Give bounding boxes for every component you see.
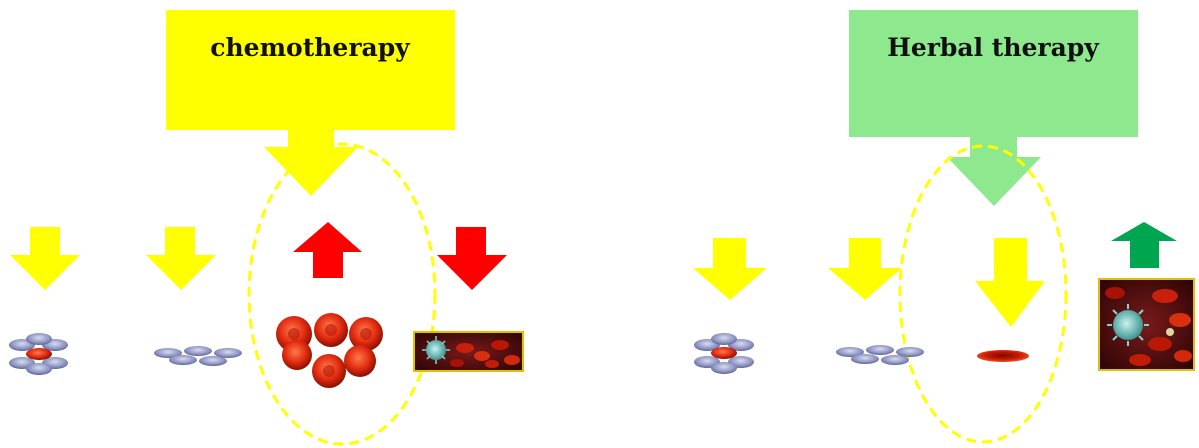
down-arrow	[437, 227, 507, 290]
flat-cells-icon	[154, 346, 242, 366]
up-arrow	[1111, 222, 1177, 268]
down-arrow	[10, 227, 80, 290]
virus-blood-image	[1098, 278, 1195, 371]
down-arrow	[975, 238, 1045, 327]
highlight-ellipse	[247, 142, 437, 446]
flat-cells-icon	[836, 345, 924, 365]
chemotherapy-label: chemotherapy	[210, 33, 411, 62]
herbal-therapy-box	[849, 10, 1138, 137]
herbal-therapy-callout: Herbal therapy	[849, 10, 1138, 206]
chemotherapy-pointer-arrow	[264, 130, 358, 196]
left-panel: chemotherapy	[9, 10, 524, 446]
cell-cluster-icon	[9, 333, 68, 375]
single-red-cell-icon	[977, 350, 1029, 362]
herbal-therapy-label: Herbal therapy	[887, 33, 1100, 62]
red-blood-cells-icon	[276, 313, 383, 388]
cell-cluster-icon	[694, 333, 754, 374]
down-arrow	[693, 238, 767, 300]
down-arrow	[146, 227, 216, 290]
virus-blood-image	[413, 331, 524, 372]
up-arrow	[293, 222, 362, 278]
right-panel: Herbal therapy	[693, 10, 1195, 444]
down-arrow	[828, 238, 902, 300]
chemotherapy-box	[166, 10, 455, 130]
highlight-ellipse	[898, 144, 1068, 444]
herbal-therapy-pointer-arrow	[947, 137, 1041, 206]
chemotherapy-callout: chemotherapy	[166, 10, 455, 196]
